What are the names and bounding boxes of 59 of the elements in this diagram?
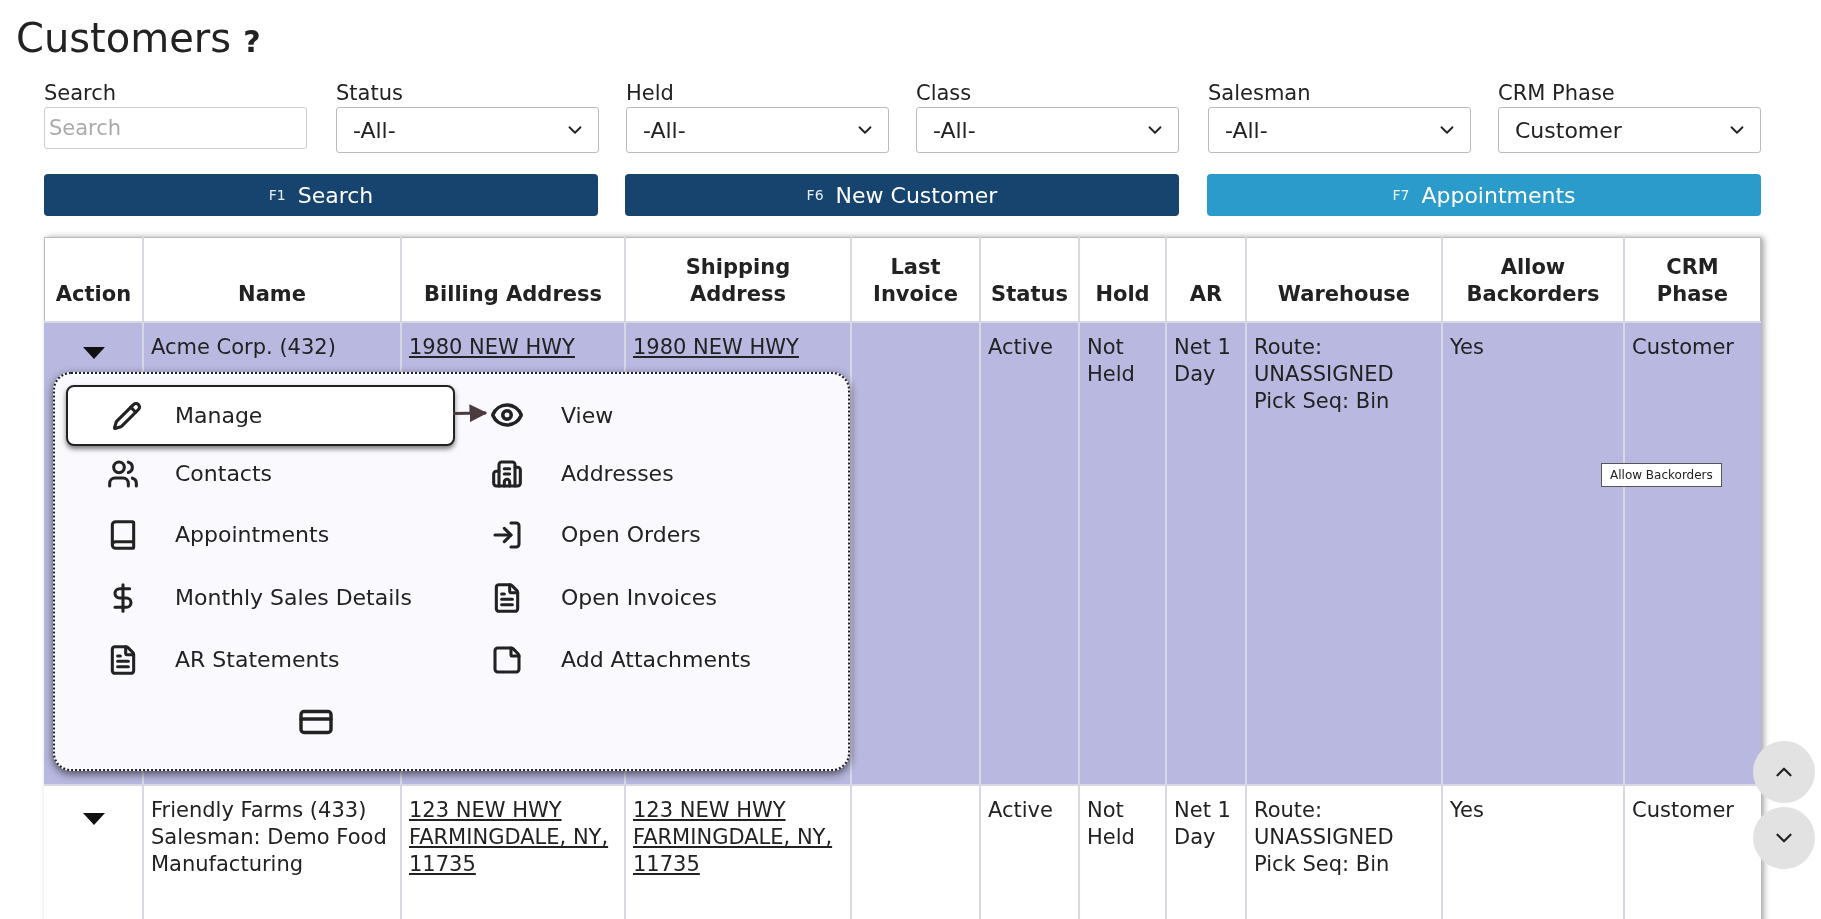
- column-header: Shipping Address: [684, 254, 792, 308]
- action-button: F7 Appointments: [1207, 174, 1761, 216]
- action-button: F1 Search: [44, 174, 598, 216]
- column-header: Hold: [1094, 281, 1151, 308]
- menu-item-text: Monthly Sales Details: [175, 584, 412, 612]
- column-header: CRM Phase: [1655, 254, 1730, 308]
- select-dropdown: -All-: [1208, 107, 1471, 153]
- menu-item-text: Appointments: [175, 521, 330, 549]
- warehouse-info: Route: UNASSIGNED Pick Seq: Bin: [1254, 797, 1395, 878]
- tooltip: Allow Backorders: [1601, 463, 1722, 487]
- address-link: 1980 NEW HWY: [409, 334, 576, 361]
- column-header: Billing Address: [423, 281, 603, 308]
- menu-item-text: View: [561, 401, 614, 430]
- address-link: 1980 NEW HWY: [633, 334, 800, 361]
- select-dropdown: -All-: [916, 107, 1179, 153]
- arrow: [452, 404, 488, 423]
- select-dropdown: -All-: [336, 107, 599, 153]
- crm-phase: Customer: [1632, 334, 1735, 361]
- menu-item-text: Add Attachments: [561, 646, 752, 674]
- hold-value: Not Held: [1087, 334, 1136, 388]
- column-header: AR: [1188, 281, 1224, 308]
- address-link: 123 NEW HWY FARMINGDALE, NY, 11735: [409, 797, 610, 878]
- backorders-value: Yes: [1450, 797, 1485, 824]
- filter-label: Salesman: [1208, 80, 1311, 106]
- action-button: F6 New Customer: [625, 174, 1179, 216]
- column-header: Last Invoice: [872, 254, 959, 308]
- column-header: Allow Backorders: [1465, 254, 1601, 308]
- column-header: Action: [54, 281, 133, 308]
- select-dropdown: -All-: [626, 107, 889, 153]
- column-header: Status: [990, 281, 1069, 308]
- address-link: 123 NEW HWY FARMINGDALE, NY, 11735: [633, 797, 834, 878]
- hold-value: Not Held: [1087, 797, 1136, 851]
- menu-item-text: Contacts: [175, 460, 273, 488]
- ar-terms: Net 1 Day: [1174, 334, 1232, 388]
- menu-item-text: Manage: [175, 402, 263, 430]
- ar-terms: Net 1 Day: [1174, 797, 1232, 851]
- status-value: Active: [988, 797, 1054, 824]
- filter-label: Status: [336, 80, 403, 106]
- menu-item-highlighted: [66, 385, 455, 446]
- warehouse-info: Route: UNASSIGNED Pick Seq: Bin: [1254, 334, 1395, 415]
- customer-name: Friendly Farms (433) Salesman: Demo Food Manufacturing: [151, 797, 388, 878]
- backorders-value: Yes: [1450, 334, 1485, 361]
- column-header: Name: [237, 281, 307, 308]
- customer-name: Acme Corp. (432): [151, 334, 337, 361]
- page-title: Customers: [16, 14, 232, 63]
- help-icon: ?: [243, 22, 261, 62]
- select-dropdown: Customer: [1498, 107, 1761, 153]
- filter-label: Search: [44, 80, 117, 106]
- menu-item-text: Addresses: [561, 460, 674, 488]
- crm-phase: Customer: [1632, 797, 1735, 824]
- menu-item-text: AR Statements: [175, 646, 340, 674]
- filter-label: Held: [626, 80, 674, 106]
- menu-item-text: Open Invoices: [561, 584, 717, 612]
- search-field: Search: [44, 107, 307, 149]
- filter-label: Class: [916, 80, 972, 106]
- status-value: Active: [988, 334, 1054, 361]
- column-header: Warehouse: [1276, 281, 1412, 308]
- menu-item-text: Open Orders: [561, 521, 701, 549]
- filter-label: CRM Phase: [1498, 80, 1615, 106]
